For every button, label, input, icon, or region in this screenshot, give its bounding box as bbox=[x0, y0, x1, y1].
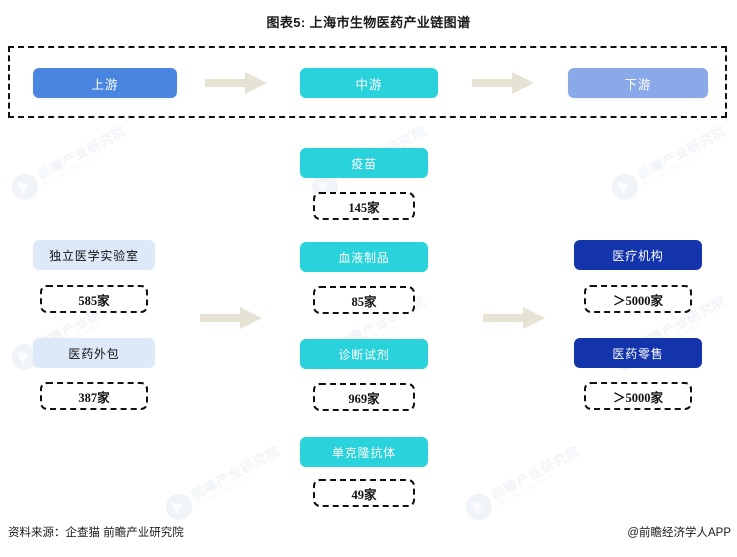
page-title: 图表5: 上海市生物医药产业链图谱 bbox=[266, 15, 471, 30]
node-independent-medical-lab[interactable]: 独立医学实验室 bbox=[33, 240, 155, 270]
watermark-logo-icon bbox=[607, 169, 643, 205]
watermark: 前瞻产业研究院 QIANZHAN INTELLIGENCE bbox=[7, 121, 132, 205]
count-pharmacy-retail: ＞5000家 bbox=[584, 382, 692, 410]
watermark-text-cn: 前瞻产业研究院 bbox=[34, 123, 129, 183]
watermark-text-cn: 前瞻产业研究院 bbox=[634, 123, 729, 183]
stage-box-midstream[interactable]: 中游 bbox=[300, 68, 438, 98]
flow-arrow-icon-midstream-to-downstream bbox=[472, 72, 534, 94]
watermark: 前瞻产业研究院 QIANZHAN INTELLIGENCE bbox=[461, 441, 586, 525]
count-blood-products: 85家 bbox=[313, 286, 415, 314]
watermark-logo-icon bbox=[161, 489, 197, 525]
watermark-text-cn: 前瞻产业研究院 bbox=[488, 443, 583, 503]
stage-box-downstream[interactable]: 下游 bbox=[568, 68, 708, 98]
attribution: @前瞻经济学人APP bbox=[627, 527, 731, 539]
stage-box-upstream[interactable]: 上游 bbox=[33, 68, 177, 98]
value-chain-stage-band bbox=[8, 46, 727, 118]
node-blood-products[interactable]: 血液制品 bbox=[300, 242, 428, 272]
count-independent-medical-lab: 585家 bbox=[40, 285, 148, 313]
count-pharma-outsourcing: 387家 bbox=[40, 382, 148, 410]
node-monoclonal-antibody[interactable]: 单克隆抗体 bbox=[300, 437, 428, 467]
flow-arrow-icon-left-to-middle bbox=[200, 307, 262, 329]
count-monoclonal-antibody: 49家 bbox=[313, 479, 415, 507]
watermark-text-en: QIANZHAN INTELLIGENCE bbox=[41, 152, 101, 188]
watermark-logo-icon bbox=[7, 169, 43, 205]
flow-arrow-icon-upstream-to-midstream bbox=[205, 72, 267, 94]
node-pharmacy-retail[interactable]: 医药零售 bbox=[574, 338, 702, 368]
watermark-logo-icon bbox=[461, 489, 497, 525]
node-diagnostic-reagents[interactable]: 诊断试剂 bbox=[300, 339, 428, 369]
node-pharma-outsourcing[interactable]: 医药外包 bbox=[33, 338, 155, 368]
watermark-text-en: QIANZHAN INTELLIGENCE bbox=[495, 472, 555, 508]
source-note: 资料来源：企查猫 前瞻产业研究院 bbox=[8, 527, 184, 539]
count-medical-institutions: ＞5000家 bbox=[584, 285, 692, 313]
watermark-text-en: QIANZHAN INTELLIGENCE bbox=[195, 472, 255, 508]
count-diagnostic-reagents: 969家 bbox=[313, 383, 415, 411]
watermark-text-cn: 前瞻产业研究院 bbox=[188, 443, 283, 503]
count-vaccine: 145家 bbox=[313, 192, 415, 220]
node-medical-institutions[interactable]: 医疗机构 bbox=[574, 240, 702, 270]
watermark: 前瞻产业研究院 QIANZHAN INTELLIGENCE bbox=[607, 121, 732, 205]
watermark: 前瞻产业研究院 QIANZHAN INTELLIGENCE bbox=[161, 441, 286, 525]
flow-arrow-icon-middle-to-right bbox=[483, 307, 545, 329]
watermark-text-en: QIANZHAN INTELLIGENCE bbox=[641, 152, 701, 188]
node-vaccine[interactable]: 疫苗 bbox=[300, 148, 428, 178]
